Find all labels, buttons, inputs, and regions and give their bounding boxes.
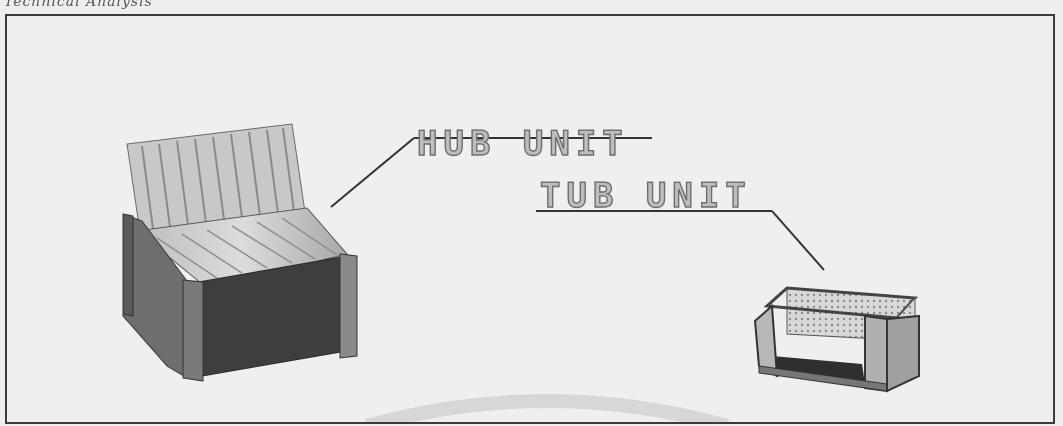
tub-unit-label: TUB UNIT [540, 176, 752, 216]
header-scribble: Technical Analysis [4, 0, 153, 10]
hub-unit-label: HUB UNIT [417, 124, 629, 164]
illustration-frame: HUB UNIT TUB UNIT [5, 14, 1055, 424]
armchair-illustration [123, 124, 357, 381]
basket-illustration [755, 288, 919, 391]
scene-svg [7, 16, 1055, 424]
tub-callout-line [536, 211, 824, 270]
watermark-arc [367, 401, 727, 424]
